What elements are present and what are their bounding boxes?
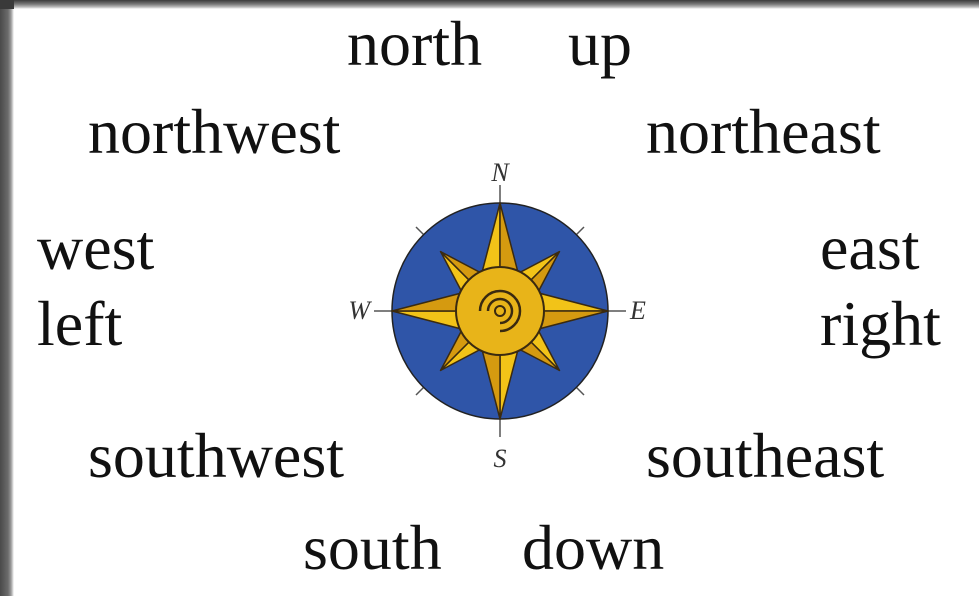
label-southeast: southeast xyxy=(646,424,884,488)
label-east: east xyxy=(820,216,920,280)
frame-shadow-corner xyxy=(0,0,14,9)
label-down: down xyxy=(522,516,664,580)
frame-shadow-top xyxy=(0,0,979,9)
label-northeast: northeast xyxy=(646,100,881,164)
compass-rose-icon: N E S W xyxy=(330,145,670,475)
frame-shadow-left xyxy=(0,0,14,596)
compass-letter-w: W xyxy=(348,296,372,325)
label-northwest: northwest xyxy=(88,100,340,164)
compass-letter-e: E xyxy=(629,296,646,325)
compass-letter-s: S xyxy=(494,444,507,473)
compass-sun-center xyxy=(456,267,544,355)
label-west: west xyxy=(37,216,154,280)
label-southwest: southwest xyxy=(88,424,344,488)
label-up: up xyxy=(568,12,632,76)
label-south: south xyxy=(303,516,442,580)
label-right: right xyxy=(820,292,941,356)
label-left: left xyxy=(37,292,122,356)
compass-letter-n: N xyxy=(490,158,510,187)
label-north: north xyxy=(347,12,482,76)
